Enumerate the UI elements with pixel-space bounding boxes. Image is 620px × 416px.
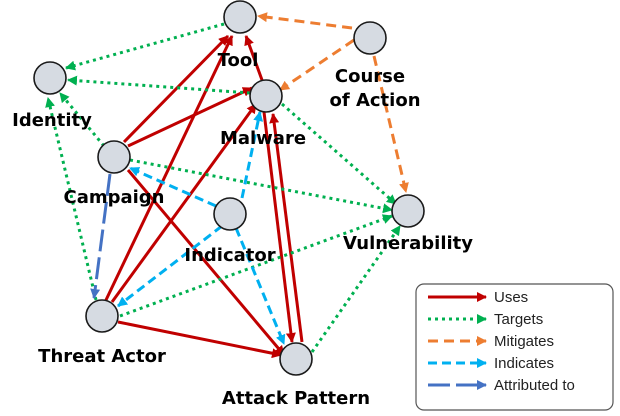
label-malware: Malware (220, 128, 306, 149)
edge-malware-targets-vulnerability (281, 102, 397, 206)
edge-indicator-indicates-campaign (129, 166, 217, 208)
edge-threat-actor-targets-vulnerability (119, 214, 393, 318)
node-vulnerability (391, 194, 425, 228)
label-identity: Identity (12, 110, 92, 131)
edge-campaign-attributed-to-threat-actor (90, 173, 112, 299)
label-course-of-action-line1: Course (335, 66, 405, 87)
edge-campaign-targets-identity (58, 92, 106, 147)
legend-indicates-label: Indicates (494, 355, 554, 372)
label-vulnerability: Vulnerability (343, 233, 473, 254)
node-indicator (213, 197, 247, 231)
edge-indicator-indicates-threat-actor (117, 224, 223, 308)
edge-malware-uses-tool (244, 35, 264, 81)
edge-tool-targets-identity (65, 22, 225, 71)
nodes (33, 0, 425, 376)
edge-indicator-indicates-attack-pattern (234, 227, 286, 345)
indicates-edges (117, 111, 286, 345)
edge-campaign-targets-vulnerability (129, 158, 393, 214)
legend: Uses Targets Mitigates Indicates Attribu… (415, 283, 614, 411)
node-tool (223, 0, 257, 34)
node-identity (33, 61, 67, 95)
edge-malware-targets-identity (67, 75, 251, 95)
node-attack-pattern (279, 342, 313, 376)
label-threat-actor: Threat Actor (38, 346, 166, 367)
edge-threat-actor-uses-attack-pattern (117, 320, 282, 359)
label-course-of-action-line2: of Action (329, 90, 420, 111)
legend-uses-label: Uses (494, 289, 528, 306)
node-campaign (97, 140, 131, 174)
node-labels: Tool Identity Malware Course of Action C… (12, 50, 473, 409)
edge-malware-uses-attack-pattern (262, 111, 296, 343)
edge-course-of-action-mitigates-vulnerability (372, 55, 409, 193)
legend-box (415, 283, 614, 411)
edge-course-of-action-mitigates-tool (257, 12, 353, 30)
edge-threat-actor-uses-malware (110, 103, 258, 303)
edge-indicator-indicates-malware (240, 111, 264, 199)
legend-attributed-to-label: Attributed to (494, 377, 575, 394)
uses-edges (104, 34, 304, 359)
node-malware (249, 79, 283, 113)
legend-targets-label: Targets (494, 311, 543, 328)
node-course-of-action (353, 21, 387, 55)
edge-campaign-uses-malware (127, 86, 253, 148)
mitigates-edges (257, 12, 409, 193)
edge-attack-pattern-uses-malware (269, 113, 304, 343)
legend-mitigates-label: Mitigates (494, 333, 554, 350)
targets-edges (45, 22, 402, 353)
label-attack-pattern: Attack Pattern (222, 388, 370, 409)
label-tool: Tool (218, 50, 259, 71)
edge-attack-pattern-targets-vulnerability (310, 225, 402, 353)
label-indicator: Indicator (184, 245, 275, 266)
label-campaign: Campaign (63, 187, 164, 208)
node-threat-actor (85, 299, 119, 333)
attributed-to-edges (90, 173, 112, 299)
edge-threat-actor-uses-tool (104, 35, 234, 301)
edge-campaign-uses-tool (122, 34, 230, 144)
